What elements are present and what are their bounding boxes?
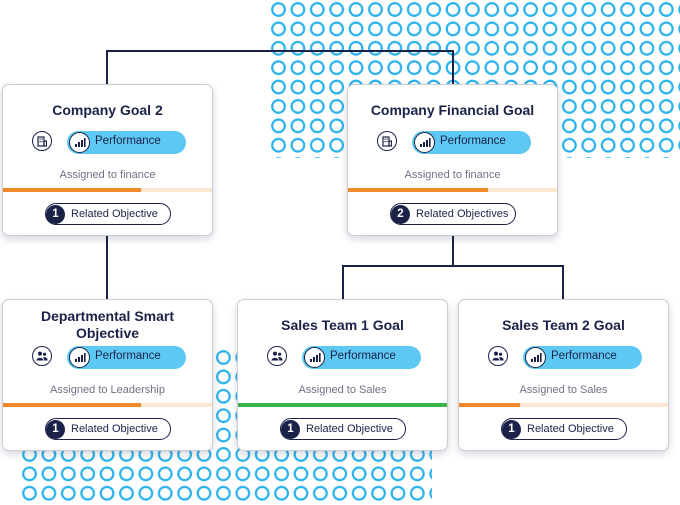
card-title: Departmental Smart Objective	[40, 308, 175, 341]
assigned-text: Assigned to finance	[59, 169, 156, 181]
related-objectives-label: Related Objective	[527, 423, 614, 435]
connector-financial-to-sales	[342, 236, 564, 300]
performance-label: Performance	[330, 350, 396, 362]
bar-chart-icon	[304, 347, 325, 368]
related-objectives-button[interactable]: 1 Related Objective	[44, 203, 171, 225]
related-count-badge: 1	[281, 419, 300, 439]
card-title: Sales Team 1 Goal	[281, 317, 404, 333]
progress-bar	[238, 403, 447, 407]
performance-label: Performance	[95, 135, 161, 147]
progress-bar	[459, 403, 668, 407]
performance-label: Performance	[440, 135, 506, 147]
performance-pill[interactable]: Performance	[302, 346, 421, 369]
progress-bar	[348, 188, 557, 192]
bar-chart-icon	[69, 132, 90, 153]
related-objectives-button[interactable]: 1 Related Objective	[279, 418, 406, 440]
bar-chart-icon	[525, 347, 546, 368]
objective-card-company-financial-goal[interactable]: Company Financial Goal Performance Assig…	[347, 84, 558, 236]
progress-fill	[459, 403, 520, 407]
building-icon	[32, 131, 52, 151]
team-icon	[32, 346, 52, 366]
building-icon	[377, 131, 397, 151]
performance-label: Performance	[95, 350, 161, 362]
performance-pill[interactable]: Performance	[67, 346, 186, 369]
assigned-text: Assigned to finance	[404, 169, 501, 181]
related-objectives-button[interactable]: 1 Related Objective	[500, 418, 627, 440]
related-objectives-label: Related Objective	[306, 423, 393, 435]
objective-card-company-goal-2[interactable]: Company Goal 2 Performance Assigned to f…	[2, 84, 213, 236]
card-title: Sales Team 2 Goal	[502, 317, 625, 333]
team-icon	[267, 346, 287, 366]
performance-pill[interactable]: Performance	[67, 131, 186, 154]
related-count-badge: 2	[391, 204, 410, 224]
card-title: Company Financial Goal	[370, 102, 535, 118]
objective-card-departmental-smart-objective[interactable]: Departmental Smart Objective Performance…	[2, 299, 213, 451]
related-objectives-button[interactable]: 1 Related Objective	[44, 418, 171, 440]
card-title: Company Goal 2	[52, 102, 163, 118]
related-count-badge: 1	[46, 419, 65, 439]
team-icon	[488, 346, 508, 366]
progress-fill	[238, 403, 447, 407]
progress-bar	[3, 188, 212, 192]
performance-label: Performance	[551, 350, 617, 362]
progress-fill	[348, 188, 489, 192]
related-objectives-label: Related Objectives	[416, 208, 509, 220]
assigned-text: Assigned to Sales	[519, 384, 608, 396]
assigned-text: Assigned to Sales	[298, 384, 387, 396]
bar-chart-icon	[414, 132, 435, 153]
performance-pill[interactable]: Performance	[523, 346, 642, 369]
objective-card-sales-team-2-goal[interactable]: Sales Team 2 Goal Performance Assigned t…	[458, 299, 669, 451]
performance-pill[interactable]: Performance	[412, 131, 531, 154]
objective-card-sales-team-1-goal[interactable]: Sales Team 1 Goal Performance Assigned t…	[237, 299, 448, 451]
bar-chart-icon	[69, 347, 90, 368]
progress-fill	[3, 188, 141, 192]
related-objectives-label: Related Objective	[71, 423, 158, 435]
assigned-text: Assigned to Leadership	[50, 384, 165, 396]
related-count-badge: 1	[502, 419, 521, 439]
progress-bar	[3, 403, 212, 407]
connector-top-link	[106, 50, 454, 84]
progress-fill	[3, 403, 141, 407]
related-objectives-button[interactable]: 2 Related Objectives	[389, 203, 516, 225]
related-objectives-label: Related Objective	[71, 208, 158, 220]
related-count-badge: 1	[46, 204, 65, 224]
